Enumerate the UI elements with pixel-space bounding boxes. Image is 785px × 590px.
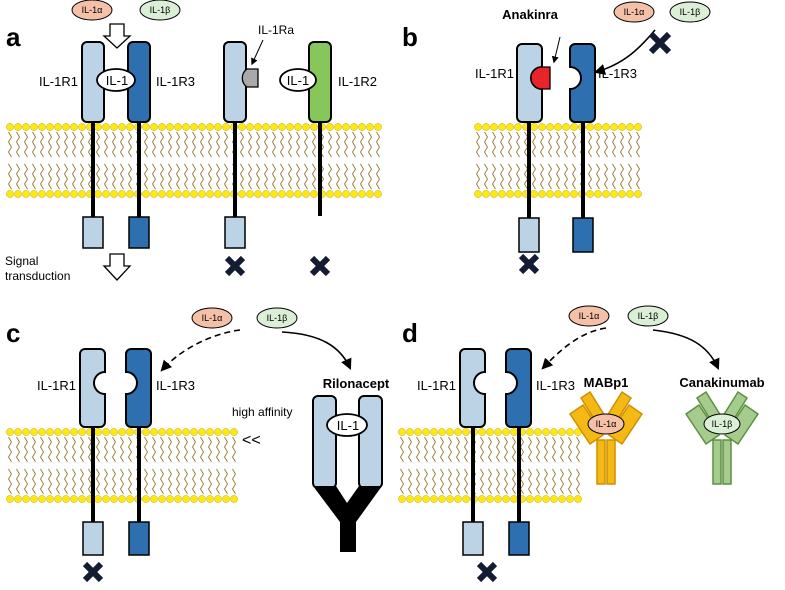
svg-text:IL-1α: IL-1α bbox=[624, 7, 645, 17]
il1r1-receptor bbox=[79, 348, 106, 556]
il1-decoy-ligand: IL-1 bbox=[279, 68, 317, 92]
il1r1-label: IL-1R1 bbox=[37, 378, 76, 393]
il1r1-receptor bbox=[459, 348, 486, 556]
signal-label-line2: transduction bbox=[5, 269, 70, 283]
svg-text:IL-1: IL-1 bbox=[337, 418, 359, 433]
block-x-icon bbox=[224, 255, 246, 277]
mabp1-antibody: IL-1α bbox=[568, 390, 644, 485]
il1ra-ligand bbox=[241, 68, 259, 88]
anakinra-ligand bbox=[530, 66, 551, 90]
canakinumab-label: Canakinumab bbox=[679, 375, 764, 390]
svg-text:IL-1: IL-1 bbox=[287, 73, 309, 88]
il1b-chip: IL-1β bbox=[669, 1, 711, 23]
signal-arrow-icon bbox=[102, 253, 132, 281]
svg-text:IL-1β: IL-1β bbox=[680, 7, 701, 17]
canakinumab-antibody: IL-1β bbox=[684, 390, 760, 485]
panel-d: d IL-1α IL-1β IL-1R1 IL-1R3 MABp1 Canaki… bbox=[402, 305, 765, 583]
block-x-icon bbox=[476, 561, 498, 583]
il1a-chip: IL-1α bbox=[613, 1, 655, 23]
panel-a: a IL-1α IL-1β IL-1 IL-1R1 IL-1R3 bbox=[5, 0, 377, 283]
svg-text:IL-1: IL-1 bbox=[106, 73, 128, 88]
il1r1-label: IL-1R1 bbox=[39, 74, 78, 89]
il1b-chip: IL-1β bbox=[256, 307, 298, 329]
svg-text:IL-1α: IL-1α bbox=[202, 313, 223, 323]
much-less-than-symbol: << bbox=[242, 432, 261, 449]
binding-arrow-icon bbox=[102, 23, 132, 49]
il1r3-label: IL-1R3 bbox=[536, 378, 575, 393]
il1r1-receptor bbox=[81, 41, 105, 249]
signal-label-line1: Signal bbox=[5, 254, 38, 268]
il1ra-pointer bbox=[251, 39, 264, 66]
il1r3-label: IL-1R3 bbox=[156, 378, 195, 393]
rilonacept-label: Rilonacept bbox=[323, 376, 390, 391]
il1r3-receptor bbox=[125, 348, 152, 556]
il1ra-label: IL-1Ra bbox=[258, 23, 294, 37]
il1-bound-ligand: IL-1 bbox=[96, 68, 136, 92]
block-x-icon bbox=[309, 255, 331, 277]
il1r3-receptor bbox=[505, 348, 532, 556]
block-x-icon bbox=[518, 253, 540, 275]
il1b-chip: IL-1β bbox=[139, 0, 181, 21]
svg-text:IL-1α: IL-1α bbox=[82, 5, 103, 15]
dashed-binding-arrow bbox=[160, 329, 241, 372]
panel-d-letter: d bbox=[402, 318, 418, 348]
il1r1-receptor bbox=[516, 43, 543, 253]
high-affinity-label: high affinity bbox=[232, 405, 293, 419]
il1r1-label: IL-1R1 bbox=[417, 378, 456, 393]
svg-text:IL-1β: IL-1β bbox=[150, 5, 171, 15]
il1r1-label: IL-1R1 bbox=[475, 66, 514, 81]
il1r3-receptor bbox=[569, 43, 596, 253]
panel-b-letter: b bbox=[402, 22, 418, 52]
il1a-chip: IL-1α bbox=[568, 305, 610, 327]
panel-a-letter: a bbox=[6, 22, 21, 52]
canakinumab-arrow bbox=[652, 329, 720, 371]
block-x-icon bbox=[648, 31, 672, 55]
anakinra-pointer bbox=[551, 36, 561, 64]
svg-text:IL-1β: IL-1β bbox=[267, 313, 288, 323]
anakinra-label: Anakinra bbox=[502, 7, 558, 22]
il1a-chip: IL-1α bbox=[71, 0, 113, 21]
block-x-icon bbox=[82, 561, 104, 583]
il1r1-antagonist-receptor bbox=[223, 41, 247, 249]
mabp1-bound-ligand: IL-1α bbox=[596, 419, 617, 429]
mabp1-label: MABp1 bbox=[584, 375, 629, 390]
rilonacept-arrow bbox=[281, 331, 352, 371]
il1b-chip: IL-1β bbox=[627, 305, 669, 327]
il1r3-label: IL-1R3 bbox=[156, 74, 195, 89]
canakinumab-bound-ligand: IL-1β bbox=[712, 419, 733, 429]
panel-b: b Anakinra IL-1α IL-1β IL-1R1 IL-1R3 bbox=[402, 1, 711, 275]
il1r3-receptor bbox=[127, 41, 151, 249]
svg-text:IL-1α: IL-1α bbox=[579, 311, 600, 321]
panel-c: c IL-1α IL-1β IL-1R1 IL-1R3 Rilonacept h… bbox=[6, 307, 390, 583]
il1r2-label: IL-1R2 bbox=[338, 74, 377, 89]
il1-trapped-ligand: IL-1 bbox=[326, 413, 368, 437]
dashed-binding-arrow bbox=[541, 327, 607, 370]
il1a-chip: IL-1α bbox=[191, 307, 233, 329]
panel-c-letter: c bbox=[6, 318, 20, 348]
il1r3-label: IL-1R3 bbox=[598, 66, 637, 81]
svg-text:IL-1β: IL-1β bbox=[638, 311, 659, 321]
